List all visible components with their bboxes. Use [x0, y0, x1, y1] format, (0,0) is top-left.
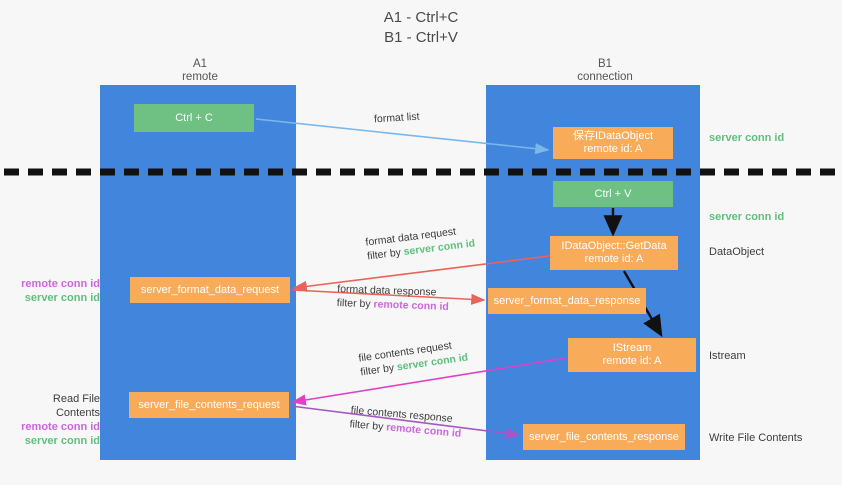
box-ctrl-v-label: Ctrl + V [594, 187, 632, 200]
annotation-server-conn-id-top: server conn id [709, 132, 785, 144]
box-server-file-contents-response[interactable]: server_file_contents_response [523, 424, 685, 450]
column-a1-sub: remote [182, 71, 218, 83]
box-idataobject-getdata[interactable]: IDataObject::GetData remote id: A [550, 236, 678, 270]
box-istream[interactable]: IStream remote id: A [568, 338, 696, 372]
column-header-b1: B1 connection [535, 58, 675, 84]
filter-prefix: filter by [349, 418, 387, 434]
box-server-format-data-request[interactable]: server_format_data_request [130, 277, 290, 303]
arrow-format-data-response [291, 289, 486, 305]
annotation-dataobject: DataObject [709, 246, 765, 258]
box-ctrl-c-label: Ctrl + C [175, 111, 213, 124]
box-server-file-contents-request[interactable]: server_file_contents_request [129, 392, 289, 418]
annotation-server-conn-id-mid: server conn id [709, 211, 785, 223]
box-getdata-line2: remote id: A [584, 253, 644, 265]
annotation-conn-ids-format: remote conn id server conn id [8, 277, 100, 305]
arrow-format-list [255, 118, 550, 155]
column-header-a1: A1 remote [140, 58, 260, 84]
column-b1-name: B1 [597, 58, 613, 70]
title-line-2: B1 - Ctrl+V [384, 29, 458, 46]
annotation-remote-conn-id: remote conn id [21, 278, 100, 290]
annotation-server-conn-id: server conn id [24, 292, 100, 304]
filter-value-remote-conn-id: remote conn id [373, 298, 449, 313]
box-server-format-data-response[interactable]: server_format_data_response [488, 288, 646, 314]
arrow-format-data-request [292, 255, 550, 292]
box-server-file-contents-response-label: server_file_contents_response [529, 430, 679, 443]
box-istream-line2: remote id: A [602, 355, 662, 367]
annotation-read-file-contents-group: Read File Contents remote conn id server… [8, 392, 100, 448]
annotation-read-file-contents: Read File Contents [52, 393, 100, 419]
edge-label-format-list: format list [374, 110, 420, 127]
annotation-istream: Istream [709, 350, 746, 362]
page-title: A1 - Ctrl+C B1 - Ctrl+V [0, 8, 842, 48]
edge-label-format-list-text: format list [373, 110, 420, 126]
box-server-format-data-request-label: server_format_data_request [140, 283, 280, 296]
column-b1-sub: connection [577, 71, 633, 83]
edge-label-format-data-response: format data response filter by remote co… [337, 282, 450, 314]
box-ctrl-v[interactable]: Ctrl + V [553, 181, 673, 207]
title-line-1: A1 - Ctrl+C [383, 9, 459, 26]
box-istream-line1: IStream [612, 342, 652, 354]
box-server-file-contents-request-label: server_file_contents_request [138, 398, 280, 411]
box-getdata-line1: IDataObject::GetData [561, 240, 667, 252]
box-server-format-data-response-label: server_format_data_response [493, 294, 641, 307]
box-idataobject[interactable]: 保存IDataObject remote id: A [553, 127, 673, 159]
annotation-remote-conn-id: remote conn id [21, 421, 100, 433]
box-idataobject-line1: 保存IDataObject [572, 130, 654, 142]
column-a1-name: A1 [192, 58, 208, 70]
box-idataobject-line2: remote id: A [583, 143, 643, 155]
annotation-server-conn-id: server conn id [24, 435, 100, 447]
arrow-file-contents-response [290, 405, 521, 439]
arrow-file-contents-request [291, 357, 567, 406]
box-ctrl-c[interactable]: Ctrl + C [134, 104, 254, 132]
annotation-write-file-contents: Write File Contents [709, 432, 803, 444]
filter-prefix: filter by [336, 297, 374, 311]
